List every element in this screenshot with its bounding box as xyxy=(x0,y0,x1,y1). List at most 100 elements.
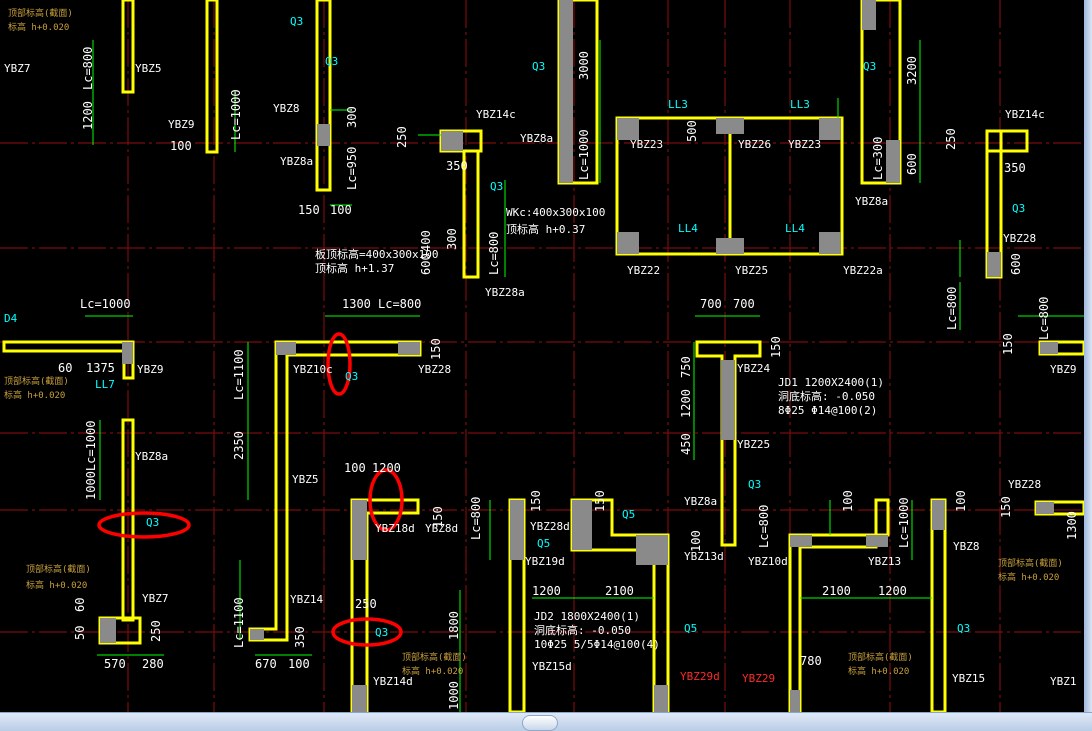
dim-label: 280 xyxy=(142,657,164,671)
dim-label: Lc=950 xyxy=(345,147,359,190)
dim-label: Lc=800 xyxy=(378,297,421,311)
axis-grid xyxy=(0,0,1084,712)
dim-label: Lc=1000 xyxy=(80,297,131,311)
label: 顶部标高(截面) xyxy=(848,651,913,663)
label: YBZ15d xyxy=(532,660,572,673)
label: YBZ8d xyxy=(425,522,458,535)
label: Q3 xyxy=(345,370,358,383)
dim-label: 1200 xyxy=(372,461,401,475)
label: YBZ10d xyxy=(748,555,788,568)
label: 标高 h+0.020 xyxy=(26,579,87,591)
label: YBZ25 xyxy=(737,438,770,451)
dim-label: 150 xyxy=(1001,333,1015,355)
label: YBZ22a xyxy=(843,264,883,277)
dim-label: Lc=800 xyxy=(945,287,959,330)
label: 顶部标高(截面) xyxy=(998,557,1063,569)
label: LL4 xyxy=(785,222,805,235)
dim-label: 2100 xyxy=(605,584,634,598)
dim-label: 570 xyxy=(104,657,126,671)
highlight-ellipses xyxy=(97,332,404,647)
dim-label: 1800 xyxy=(447,611,461,640)
label: YBZ7 xyxy=(4,62,31,75)
label: YBZ28 xyxy=(1003,232,1036,245)
label: JD1 1200X2400(1) xyxy=(778,376,884,389)
drawing-canvas[interactable]: YBZ7 YBZ5 YBZ9 YBZ8 YBZ8a YBZ14c YBZ8a Y… xyxy=(0,0,1092,712)
dim-label: 350 xyxy=(446,159,468,173)
dim-label: 150 xyxy=(431,506,445,528)
label: JD2 1800X2400(1) xyxy=(534,610,640,623)
label: Q5 xyxy=(622,508,635,521)
label: YBZ14 xyxy=(290,593,323,606)
label: 板顶标高=400x300x100 xyxy=(315,247,438,261)
label: YBZ8a xyxy=(520,132,553,145)
label: YBZ13d xyxy=(684,550,724,563)
label: YBZ8a xyxy=(855,195,888,208)
dim-label: Lc=800 xyxy=(469,497,483,540)
label: YBZ23 xyxy=(630,138,663,151)
dim-label: Lc=800 xyxy=(757,505,771,548)
label: Q3 xyxy=(325,55,338,68)
label: LL3 xyxy=(668,98,688,111)
label: Q5 xyxy=(684,622,697,635)
highlight-ellipse xyxy=(331,617,403,647)
label: 顶部标高(截面) xyxy=(402,651,467,663)
dim-label: 3200 xyxy=(905,56,919,85)
dim-label: 1200 xyxy=(532,584,561,598)
dim-label: Lc=1000 xyxy=(577,129,591,180)
dim-label: 500 xyxy=(685,120,699,142)
dim-label: 100 xyxy=(344,461,366,475)
dim-label: 1000 xyxy=(447,681,461,710)
dimension-lines xyxy=(85,40,1084,712)
label: YBZ7 xyxy=(142,592,169,605)
highlight-ellipse xyxy=(97,511,191,539)
dim-label: 250 xyxy=(355,597,377,611)
dim-label: 150 xyxy=(999,496,1013,518)
label: YBZ24 xyxy=(737,362,770,375)
label: Q3 xyxy=(863,60,876,73)
dim-label: Lc=1100 xyxy=(232,597,246,648)
cad-drawing[interactable]: YBZ7 YBZ5 YBZ9 YBZ8 YBZ8a YBZ14c YBZ8a Y… xyxy=(0,0,1084,712)
dim-label: 150 xyxy=(593,490,607,512)
label: Q3 xyxy=(490,180,503,193)
dim-label: Lc=800 xyxy=(1037,297,1051,340)
dim-label: 300 xyxy=(445,228,459,250)
label: YBZ28d xyxy=(530,520,570,533)
dim-label: 1200 xyxy=(878,584,907,598)
dim-label: 780 xyxy=(800,654,822,668)
scroll-grip[interactable] xyxy=(522,715,558,731)
dim-label: 400 xyxy=(419,230,433,252)
dim-label: 250 xyxy=(395,126,409,148)
dim-label: 3000 xyxy=(577,51,591,80)
dim-label: 670 xyxy=(255,657,277,671)
label: 顶部标高(截面) xyxy=(4,375,69,387)
dimension-texts: Lc=800 1200 Lc=1000 100 300 Lc=950 150 1… xyxy=(58,47,1079,710)
dim-label: 250 xyxy=(944,128,958,150)
dim-label: 1200 xyxy=(81,101,95,130)
label: YBZ13 xyxy=(868,555,901,568)
label: YBZ29d xyxy=(680,670,720,683)
dim-label: 100 xyxy=(170,139,192,153)
label: YBZ9 xyxy=(137,363,164,376)
label: YBZ26 xyxy=(738,138,771,151)
dim-label: Lc=800 xyxy=(487,232,501,275)
label: 标高 h+0.020 xyxy=(402,665,463,677)
label: YBZ19d xyxy=(525,555,565,568)
dim-label: 50 xyxy=(73,626,87,640)
label: Q3 xyxy=(375,626,388,639)
window-edge xyxy=(1084,0,1092,712)
label: YBZ8a xyxy=(280,155,313,168)
dim-label: Lc=1100 xyxy=(232,349,246,400)
dim-label: 250 xyxy=(149,620,163,642)
label: LL7 xyxy=(95,378,115,391)
label: YBZ15 xyxy=(952,672,985,685)
label: 10Φ25 5/5Φ14@100(4) xyxy=(534,638,660,651)
dim-label: 600 xyxy=(1009,253,1023,275)
shear-walls xyxy=(2,0,1084,712)
label: 8Φ25 Φ14@100(2) xyxy=(778,404,877,417)
dim-label: 2350 xyxy=(232,431,246,460)
dim-label: 2100 xyxy=(822,584,851,598)
label: YBZ25 xyxy=(735,264,768,277)
dim-label: 1000Lc=1000 xyxy=(84,421,98,500)
dim-label: 350 xyxy=(293,626,307,648)
special-labels: YBZ29d YBZ29 xyxy=(680,670,775,685)
